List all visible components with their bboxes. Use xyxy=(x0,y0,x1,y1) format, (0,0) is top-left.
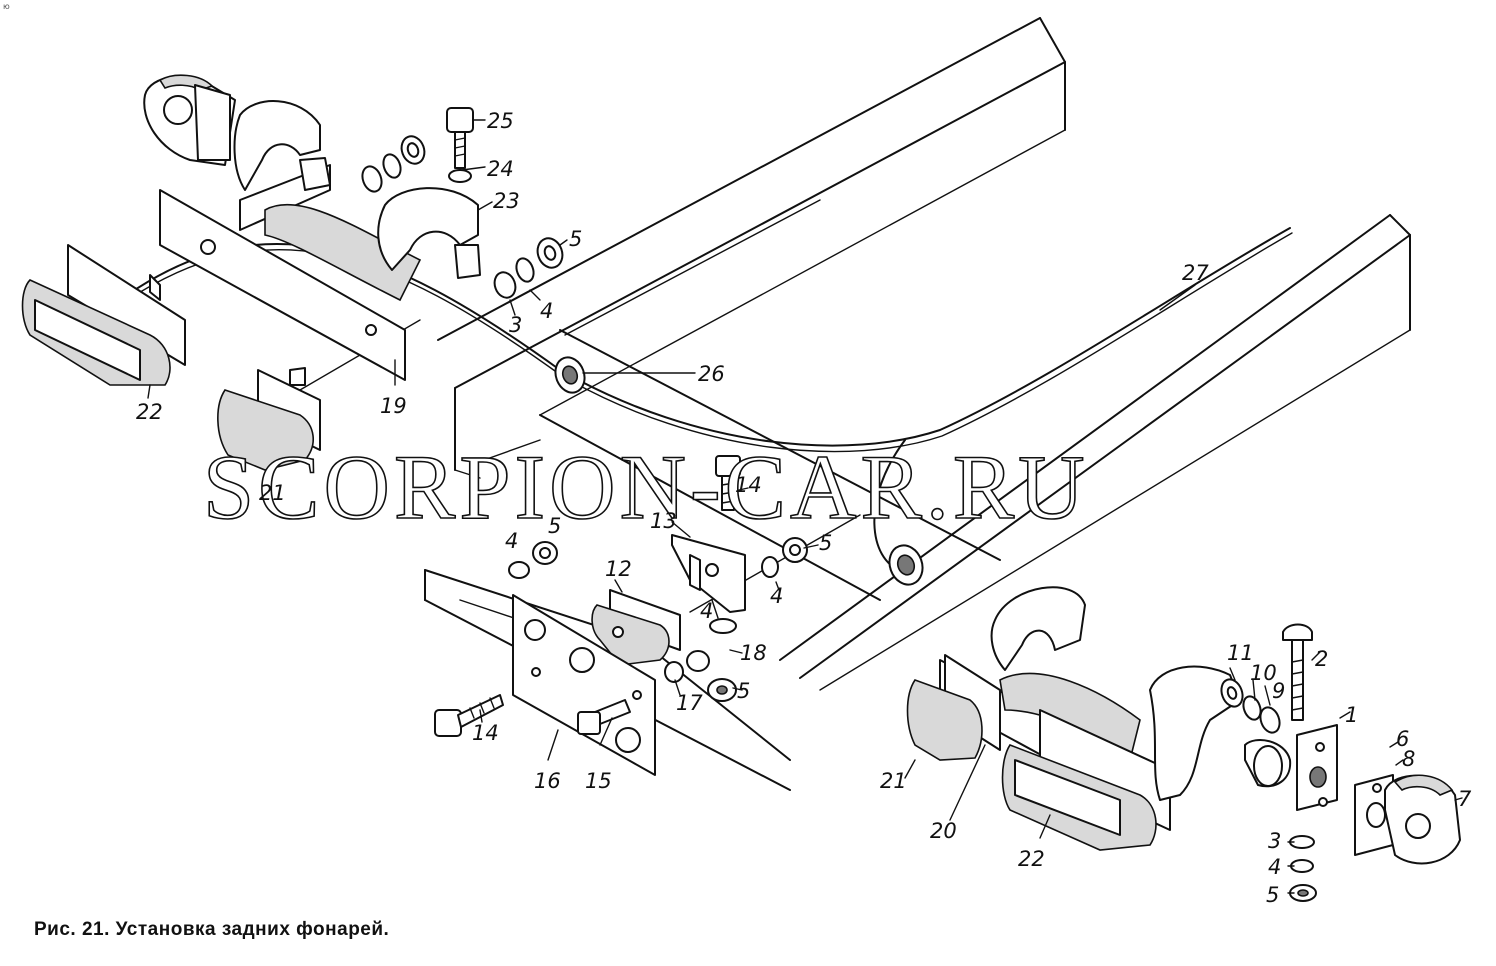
callout-8: 8 xyxy=(1402,747,1415,771)
washers-upper-left xyxy=(361,135,426,193)
corner-mark: ю xyxy=(3,2,10,11)
callout-4e: 4 xyxy=(1268,855,1281,879)
callout-15: 15 xyxy=(585,769,612,793)
rubber-cushion-right xyxy=(990,586,1086,671)
frame-rail-right xyxy=(779,214,1411,691)
frame-rail-upper xyxy=(437,17,1066,471)
callout-25: 25 xyxy=(487,109,514,133)
bracket-6 xyxy=(1354,774,1394,856)
callout-27: 27 xyxy=(1182,261,1209,285)
callout-13: 13 xyxy=(650,509,677,533)
callout-1: 1 xyxy=(1345,703,1358,727)
callout-18: 18 xyxy=(740,641,767,665)
callout-5d: 5 xyxy=(737,679,750,703)
callout-4d: 4 xyxy=(700,599,713,623)
watermark: SCORPION-CAR.RU xyxy=(203,436,1089,538)
callout-5b: 5 xyxy=(548,514,561,538)
callout-11: 11 xyxy=(1227,641,1254,665)
rear-lamp-22-right xyxy=(1001,709,1171,851)
mounting-bracket-left xyxy=(159,164,422,381)
rear-lamp-22-left xyxy=(21,244,186,386)
callout-22b: 22 xyxy=(1018,847,1045,871)
callout-21a: 21 xyxy=(259,481,286,505)
bracket-13 xyxy=(671,534,746,613)
callout-2: 2 xyxy=(1315,647,1328,671)
callout-4a: 4 xyxy=(540,299,553,323)
support-arm-right xyxy=(1149,665,1292,801)
callout-9: 9 xyxy=(1272,679,1285,703)
callout-3a: 3 xyxy=(509,313,522,337)
callout-14a: 14 xyxy=(735,473,762,497)
bolt-2 xyxy=(1282,623,1313,721)
frame-crossmember xyxy=(454,329,1001,601)
callout-3b: 3 xyxy=(1268,829,1281,853)
callout-23: 23 xyxy=(493,189,520,213)
nut-washer-set-3-4-5-upper xyxy=(493,237,564,299)
leader-lines xyxy=(147,119,1463,894)
callout-17: 17 xyxy=(676,691,703,715)
callout-14b: 14 xyxy=(472,721,499,745)
figure-caption: Рис. 21. Установка задних фонарей. xyxy=(34,919,390,940)
bolt-25 xyxy=(446,107,474,183)
callout-4b: 4 xyxy=(505,529,518,553)
rubber-cushion-upper-left xyxy=(233,100,331,191)
bolt-16 xyxy=(577,699,631,735)
grommet-26 xyxy=(554,356,586,394)
support-bracket-7 xyxy=(1384,774,1461,865)
washers-9-10-11 xyxy=(1220,678,1281,734)
callout-21b: 21 xyxy=(880,769,907,793)
support-bracket-top-left xyxy=(143,74,236,166)
license-plate-lamp-12 xyxy=(591,589,681,666)
nut-washer-set-3-4-5-lower xyxy=(1289,835,1317,902)
callout-20: 20 xyxy=(930,819,957,843)
side-lamp-21-right xyxy=(906,654,1001,761)
side-lamp-21-left xyxy=(217,367,321,471)
callout-5a: 5 xyxy=(569,227,582,251)
callout-24: 24 xyxy=(487,157,514,181)
callout-16: 16 xyxy=(534,769,561,793)
callout-10: 10 xyxy=(1250,661,1277,685)
callout-4c: 4 xyxy=(770,584,783,608)
nut-washer-set-center xyxy=(508,537,808,702)
bolt-14-upper xyxy=(715,455,741,511)
bracket-1 xyxy=(1296,724,1338,811)
callout-labels: 25 24 23 5 4 3 26 27 19 22 21 14 13 12 5… xyxy=(136,109,1472,907)
callout-7: 7 xyxy=(1458,787,1472,811)
license-plate-15 xyxy=(512,594,656,776)
callout-5e: 5 xyxy=(1266,883,1279,907)
callout-6: 6 xyxy=(1396,727,1409,751)
callout-19: 19 xyxy=(380,394,407,418)
callout-12: 12 xyxy=(605,557,632,581)
rubber-cushion-23 xyxy=(377,187,481,279)
grommet-right xyxy=(888,544,924,586)
callout-26: 26 xyxy=(698,362,725,386)
callout-5c: 5 xyxy=(819,531,832,555)
callout-22a: 22 xyxy=(136,400,163,424)
